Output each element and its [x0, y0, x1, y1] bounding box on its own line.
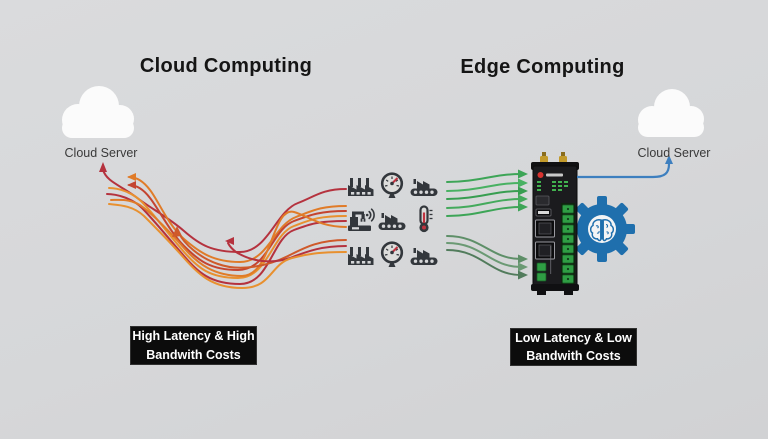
edge-flow-line: [446, 173, 522, 183]
edge-flow-line: [446, 206, 522, 217]
edge-flow-line: [446, 182, 522, 192]
cloud-server-label-left: Cloud Server: [64, 146, 138, 160]
arrowhead: [99, 162, 107, 172]
cloud-flow-line: [108, 203, 347, 290]
edge-flow-line: [446, 249, 522, 276]
edge-flow-line: [446, 242, 522, 268]
arrowhead: [518, 262, 528, 272]
uplink-path: [577, 162, 671, 179]
conveyor-icon: [411, 179, 438, 196]
arrowhead: [518, 169, 528, 179]
robot-arm-wifi-icon: [348, 209, 374, 231]
arrowhead: [518, 270, 528, 280]
gauge-icon: [382, 243, 402, 267]
gear-brain-icon: [569, 196, 635, 262]
cloud-computing-title: Cloud Computing: [139, 55, 313, 77]
device-logo-dot: [537, 172, 544, 178]
edge-flow-line: [446, 235, 522, 260]
industrial-sensor-icon-grid: [348, 174, 438, 267]
brain-glyph: [589, 219, 615, 242]
cloud-flow-line: [178, 232, 347, 269]
conveyor-icon: [379, 213, 406, 230]
edge-flow-line: [446, 190, 522, 200]
status-led-cluster: [537, 181, 568, 191]
cloud-data-flow-lines: [99, 162, 347, 290]
banner-line: Low Latency & Low: [515, 330, 632, 345]
cloud-icon-right: [638, 89, 704, 137]
factory-icon: [348, 247, 374, 265]
antenna-icon: [561, 152, 565, 158]
arrowhead: [172, 226, 182, 237]
cloud-flow-line: [128, 176, 347, 264]
arrowhead: [518, 202, 528, 212]
arrowhead: [665, 155, 673, 164]
banner-line: Bandwith Costs: [526, 349, 621, 363]
antenna-icon: [542, 152, 546, 158]
arrowhead: [518, 254, 528, 264]
thermometer-icon: [419, 207, 432, 233]
high-latency-banner: High Latency & High Bandwith Costs: [130, 326, 257, 365]
terminal-block-strip: [562, 204, 574, 284]
cloud-uplink-line: [577, 155, 673, 179]
edge-gateway-device: [531, 152, 579, 295]
edge-flow-line: [446, 198, 522, 209]
cloud-flow-line: [128, 184, 347, 272]
arrowhead: [518, 194, 528, 204]
arrowhead: [225, 237, 234, 245]
banner-line: Bandwith Costs: [146, 347, 241, 362]
arrowhead: [127, 173, 136, 181]
cloud-server-label-right: Cloud Server: [637, 146, 711, 160]
cloud-flow-line: [108, 187, 347, 280]
conveyor-icon: [411, 248, 438, 265]
arrowhead: [127, 181, 136, 189]
cloud-flow-line: [227, 242, 347, 263]
arrowhead: [518, 186, 528, 196]
cloud-icon-left: [62, 86, 134, 138]
edge-computing-title: Edge Computing: [460, 56, 625, 78]
gauge-icon: [382, 174, 402, 198]
banner-line: High Latency & High: [132, 329, 255, 344]
factory-icon: [348, 178, 374, 196]
cloud-flow-line: [106, 193, 347, 286]
arrowhead: [518, 178, 528, 188]
sd-card-slot: [535, 195, 550, 206]
cloud-flow-line: [110, 198, 347, 278]
edge-data-flow-lines: [446, 169, 528, 280]
low-latency-banner: Low Latency & Low Bandwith Costs: [510, 328, 637, 366]
